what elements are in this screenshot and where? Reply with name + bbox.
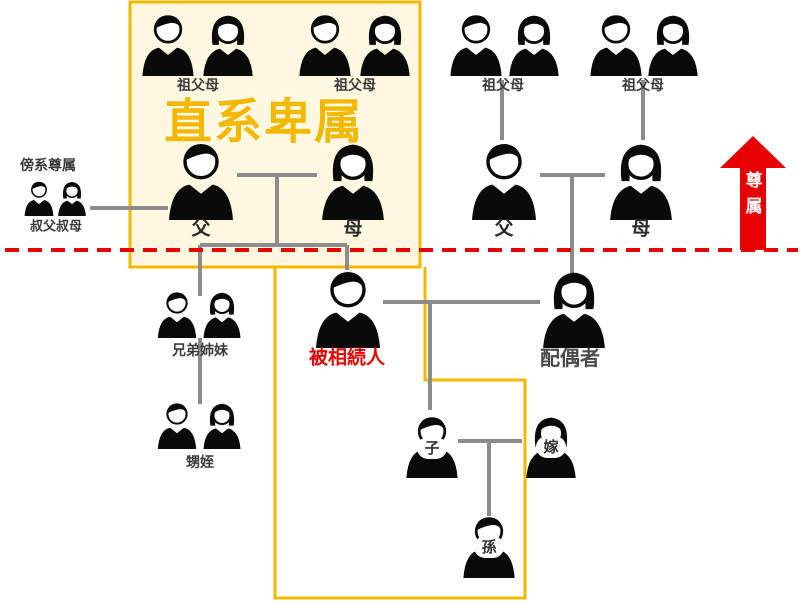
- brother-icon: [157, 292, 197, 338]
- spouse-mother-label: 母: [631, 217, 651, 240]
- spouse-father-label: 父: [494, 217, 514, 240]
- mother-label: 母: [343, 217, 363, 240]
- child-badge: 子: [417, 437, 447, 459]
- siblings-label: 兄弟姉妹: [172, 343, 228, 359]
- spouse-grandfather-1-icon: [450, 15, 502, 76]
- sister-icon: [203, 292, 241, 338]
- uncle-aunt-label: 叔父叔母: [29, 219, 83, 235]
- uncle-icon: [24, 181, 54, 216]
- grandparents-maternal-label: 祖父母: [334, 78, 376, 94]
- spouse-icon: [543, 272, 605, 348]
- ascendants-arrow: [720, 136, 786, 250]
- diagram-title: 直系卑属: [164, 94, 365, 150]
- descendants-outline: [273, 267, 527, 600]
- nephew-niece-label: 甥姪: [186, 455, 214, 471]
- nephew-icon: [157, 403, 197, 449]
- grandfather-paternal-icon: [142, 15, 194, 76]
- spouse-grandparents-1-label: 祖父母: [482, 78, 524, 94]
- collateral-label: 傍系尊属: [20, 158, 76, 174]
- grandchild-badge: 孫: [474, 536, 504, 558]
- spouse-grandparents-2-label: 祖父母: [622, 78, 664, 94]
- spouse-grandmother-2-icon: [648, 15, 698, 76]
- mother-icon: [322, 144, 384, 220]
- niece-icon: [203, 403, 241, 449]
- aunt-icon: [58, 182, 86, 216]
- spouse-grandfather-2-icon: [590, 15, 642, 76]
- spouse-mother-icon: [610, 144, 672, 220]
- link-lines: [90, 80, 645, 516]
- decedent-icon: [316, 272, 380, 348]
- grandmother-maternal-icon: [360, 15, 410, 76]
- ascendants-label: 尊属: [745, 171, 763, 217]
- spouse-father-icon: [472, 144, 536, 220]
- father-icon: [169, 144, 233, 220]
- grandfather-maternal-icon: [299, 15, 351, 76]
- grandmother-paternal-icon: [203, 15, 253, 76]
- father-label: 父: [191, 217, 211, 240]
- child-spouse-badge: 嫁: [536, 436, 566, 458]
- decedent-label: 被相続人: [308, 346, 386, 369]
- spouse-grandmother-1-icon: [509, 15, 559, 76]
- spouse-label: 配偶者: [540, 346, 600, 370]
- grandparents-paternal-label: 祖父母: [177, 78, 219, 94]
